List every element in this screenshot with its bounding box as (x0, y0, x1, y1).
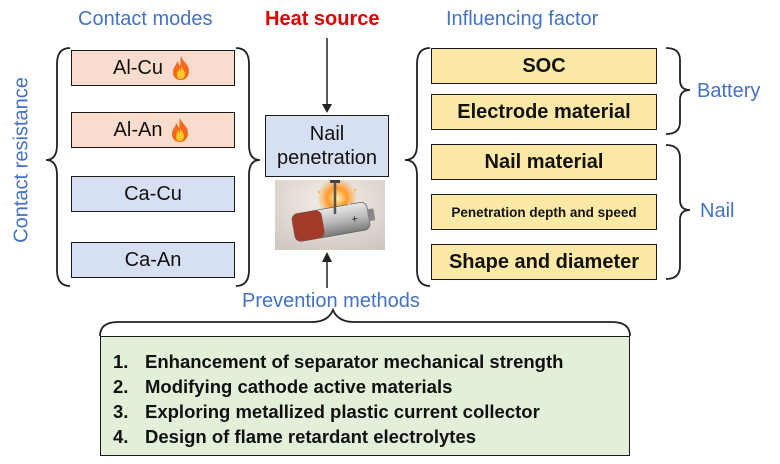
nail-bracket (665, 144, 691, 280)
prevention-item: 2. Modifying cathode active materials (113, 374, 629, 399)
factor-left-brace (404, 47, 431, 287)
prevention-item-text: Modifying cathode active materials (145, 376, 453, 397)
svg-text:+: + (350, 214, 359, 225)
battery-group-label: Battery (697, 80, 761, 102)
factor-shape-diameter: Shape and diameter (431, 244, 657, 280)
contact-mode-label: Ca-Cu (124, 182, 182, 205)
contact-mode-al-an: Al-An (71, 112, 235, 148)
prevention-item-text: Design of flame retardant electrolytes (145, 426, 477, 447)
flame-icon (172, 118, 189, 142)
prevention-item-number: 3. (113, 401, 129, 422)
prevention-item-number: 1. (113, 351, 129, 372)
factor-nail-material: Nail material (431, 144, 657, 180)
prevention-arrow-head (322, 252, 332, 262)
nail-penetration-line2: penetration (276, 147, 378, 169)
contact-mode-ca-cu: Ca-Cu (71, 176, 235, 212)
factor-soc: SOC (431, 48, 657, 84)
contact-right-brace (235, 47, 261, 287)
prevention-brace (99, 307, 631, 337)
contact-mode-label: Al-An (113, 118, 163, 141)
prevention-item: 3. Exploring metallized plastic current c… (113, 399, 629, 424)
prevention-item-text: Enhancement of separator mechanical stre… (145, 351, 564, 372)
prevention-methods-box: 1. Enhancement of separator mechanical st… (100, 336, 630, 456)
heat-source-header: Heat source (265, 8, 380, 30)
contact-mode-ca-an: Ca-An (71, 242, 235, 278)
prevention-methods-header: Prevention methods (242, 290, 420, 312)
flame-icon (173, 56, 189, 80)
battery-bracket (665, 47, 691, 135)
influencing-factor-header: Influencing factor (446, 8, 599, 30)
nail-group-label: Nail (700, 200, 735, 222)
contact-modes-header: Contact modes (78, 8, 213, 30)
prevention-item-number: 4. (113, 426, 129, 447)
battery-nail-illustration: + (275, 180, 385, 250)
prevention-item-text: Exploring metallized plastic current col… (145, 401, 540, 422)
contact-mode-al-cu: Al-Cu (71, 50, 235, 86)
prevention-item: 1. Enhancement of separator mechanical st… (113, 349, 629, 374)
prevention-item: 4. Design of flame retardant electrolytes (113, 424, 629, 449)
heat-arrow-head (322, 104, 332, 113)
factor-penetration-depth-speed: Penetration depth and speed (431, 194, 657, 230)
contact-left-brace (45, 47, 71, 287)
nail-penetration-box: Nail penetration (265, 115, 389, 177)
factor-electrode-material: Electrode material (431, 94, 657, 130)
prevention-item-number: 2. (113, 376, 129, 397)
contact-mode-label: Ca-An (124, 248, 182, 271)
nail-penetration-line1: Nail (309, 123, 345, 145)
contact-mode-label: Al-Cu (112, 56, 163, 79)
